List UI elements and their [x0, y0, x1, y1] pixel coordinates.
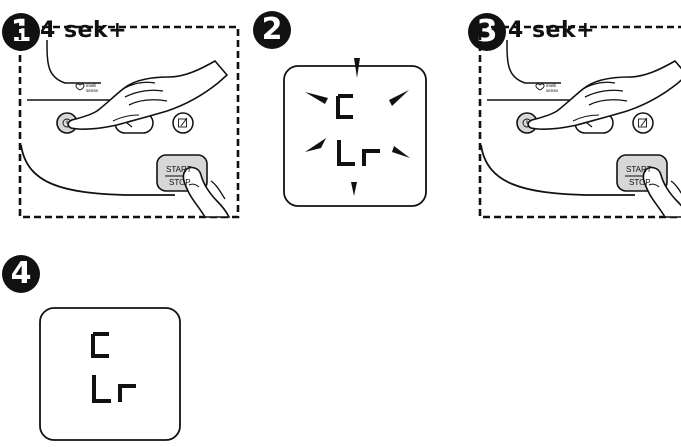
step-2-badge: 2: [253, 11, 291, 49]
step-4-display: [39, 307, 181, 441]
step-2-display: [283, 58, 427, 207]
step-3-start-label: START: [626, 165, 652, 174]
step-3-stop-label: STOP: [629, 178, 651, 187]
step-1-hold-duration: 4 sek+: [40, 18, 128, 43]
blink-ray: [392, 146, 410, 158]
step-2-display-char-c: [336, 94, 353, 119]
step-1-stop-label: STOP: [169, 178, 191, 187]
step-3-device-panel: START STOP: [478, 25, 681, 219]
blink-ray: [351, 182, 357, 196]
blink-ray: [354, 58, 360, 78]
blink-ray: [389, 90, 409, 106]
blink-ray: [305, 138, 326, 152]
step-4-display-char-c: [91, 332, 109, 358]
step-2-display-char-l: [337, 140, 355, 166]
step-4-display-char-l: [92, 375, 111, 403]
step-1-start-label: START: [166, 165, 192, 174]
step-4-badge: 4: [2, 255, 40, 293]
blink-ray: [305, 92, 328, 104]
step-4-display-char-r: [118, 384, 136, 402]
step-3-hold-duration: 4 sek+: [508, 18, 596, 43]
step-3-badge: 3: [468, 13, 506, 51]
step-2-display-char-r: [362, 149, 380, 166]
step-1-device-panel: START STOP: [18, 25, 240, 219]
